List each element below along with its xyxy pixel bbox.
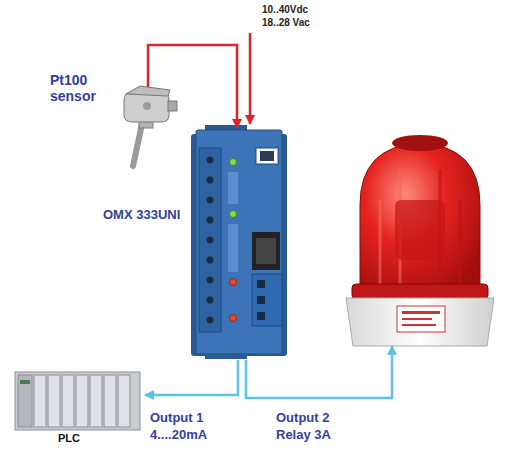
- omx-module-illustration-part: [230, 315, 237, 322]
- supply-voltage: 10..40Vdc: [262, 4, 308, 16]
- omx-module-illustration-part: [256, 238, 276, 264]
- omx-module-illustration-part: [228, 172, 238, 204]
- relay-output-wire-part: [246, 346, 392, 398]
- output-name: Output 1: [150, 411, 203, 426]
- omx-module-illustration-part: [207, 277, 214, 284]
- plc-illustration-part: [90, 375, 102, 427]
- omx-module-illustration-part: [230, 159, 237, 166]
- pt100-sensor-illustration-part: [124, 92, 169, 122]
- omx-module-illustration-part: [257, 296, 265, 304]
- warning-beacon-illustration-part: [392, 135, 448, 151]
- plc-illustration-part: [62, 375, 74, 427]
- omx-module-illustration-part: [230, 279, 237, 286]
- omx-module-illustration-part: [257, 280, 265, 288]
- warning-beacon-illustration-part: [459, 200, 462, 288]
- plc-illustration-part: [76, 375, 88, 427]
- warning-beacon-illustration-part: [352, 284, 488, 299]
- omx-module-illustration-part: [196, 130, 282, 354]
- label-holder: 18..28 Vac: [262, 17, 310, 29]
- plc-illustration-part: [20, 380, 30, 384]
- power-wire: [250, 33, 251, 124]
- omx-module-illustration-part: [230, 211, 237, 218]
- node-label: OMX 333UNI: [103, 208, 180, 223]
- sensor-node: Pt100 sensor: [45, 66, 180, 170]
- omx-module-illustration-part: [207, 317, 214, 324]
- warning-beacon-illustration-part: [397, 306, 445, 332]
- transmitter-node: OMX 333UNI: [100, 128, 290, 360]
- warning-beacon-illustration-part: [379, 200, 382, 288]
- plc-illustration-part: [34, 375, 46, 427]
- omx-module-illustration-part: [207, 217, 214, 224]
- omx-module-illustration-part: [252, 232, 280, 270]
- pt100-sensor-illustration-part: [133, 124, 142, 166]
- pt100-sensor-illustration-part: [126, 86, 170, 96]
- omx-module-illustration-part: [207, 197, 214, 204]
- label-holder: Relay 3A: [276, 428, 331, 443]
- relay-output-wire: [246, 346, 392, 398]
- omx-module-illustration-part: [256, 148, 278, 164]
- pt100-sensor-illustration-part: [143, 102, 151, 110]
- signal-connector: [145, 360, 238, 395]
- output-name: Output 2: [276, 411, 329, 426]
- plc-node: PLC: [12, 368, 145, 452]
- warning-beacon-illustration-part: [402, 311, 440, 314]
- supply-voltage: 18..28 Vac: [262, 17, 310, 29]
- omx-module-illustration-part: [252, 274, 282, 326]
- omx-module-illustration-part: [207, 297, 214, 304]
- warning-beacon-illustration-part: [402, 324, 436, 326]
- plc-illustration-part: [104, 375, 116, 427]
- omx-module-illustration-part: [260, 151, 274, 161]
- plc-illustration-part: [48, 375, 60, 427]
- node-label: Pt100 sensor: [50, 72, 110, 104]
- label-holder: Output 1: [150, 411, 203, 426]
- output-signal: Relay 3A: [276, 428, 331, 443]
- label-holder: 10..40Vdc: [262, 4, 308, 16]
- warning-beacon-illustration-part: [346, 298, 494, 346]
- pt100-sensor-illustration: [124, 86, 177, 166]
- plc-illustration: [15, 372, 140, 430]
- plc-illustration-part: [18, 375, 32, 427]
- warning-beacon-illustration: [346, 135, 494, 346]
- sensor-wire-stub: [148, 66, 149, 90]
- label-holder: 4....20mA: [150, 428, 207, 443]
- omx-module-illustration-part: [257, 312, 265, 320]
- node-label: PLC: [58, 432, 80, 445]
- omx-module-illustration-part: [207, 157, 214, 164]
- output-signal: 4....20mA: [150, 428, 207, 443]
- omx-module-illustration-part: [228, 224, 238, 272]
- warning-beacon-illustration-part: [360, 143, 480, 290]
- omx-module-illustration-part: [207, 237, 214, 244]
- omx-module-illustration-part: [207, 257, 214, 264]
- plc-illustration-part: [15, 372, 140, 430]
- sensor-wire-stub-part: [147, 66, 150, 90]
- signal-connector: [148, 45, 237, 128]
- label-holder: Output 2: [276, 411, 329, 426]
- omx-module-illustration-part: [199, 148, 221, 332]
- warning-beacon-illustration-part: [395, 200, 445, 260]
- omx-module-illustration: [191, 125, 287, 359]
- pt100-sensor-illustration-part: [168, 101, 177, 111]
- power-wire-part: [249, 33, 252, 124]
- warning-beacon-illustration-part: [402, 318, 432, 320]
- plc-illustration-part: [118, 375, 130, 427]
- omx-module-illustration-part: [207, 177, 214, 184]
